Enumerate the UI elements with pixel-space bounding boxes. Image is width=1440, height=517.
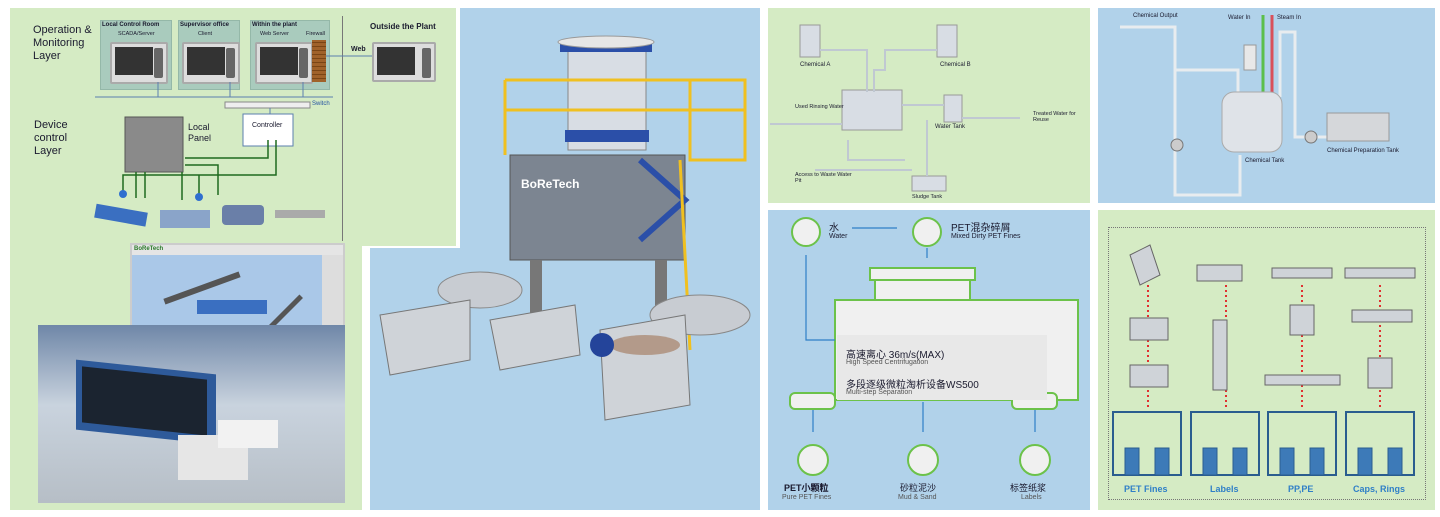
sludge-tank-label: Sludge Tank bbox=[912, 194, 943, 200]
network-wiring bbox=[94, 55, 372, 228]
client-label: Client bbox=[198, 31, 213, 37]
within-plant-label: Within the plant bbox=[252, 22, 297, 28]
client-monitor-icon bbox=[182, 42, 240, 84]
operation-layer-label: Operation & Monitoring Layer bbox=[33, 24, 92, 62]
line-label-pet-fines: PET Fines bbox=[1124, 484, 1168, 494]
water-en-label: Water bbox=[829, 233, 848, 240]
input-cn-label: PET混杂碎屑 bbox=[951, 223, 1011, 234]
switch-label: Switch bbox=[312, 101, 330, 107]
outside-monitor-icon bbox=[372, 42, 436, 82]
prep-tank-label: Chemical Preparation Tank bbox=[1327, 148, 1399, 154]
firewall-icon bbox=[312, 40, 326, 82]
scada-label: SCADA/Server bbox=[118, 31, 155, 37]
line-label-labels: Labels bbox=[1210, 484, 1239, 494]
access-pit-label: Access to Waste Water Pit bbox=[795, 172, 852, 184]
controller-label: Controller bbox=[252, 122, 283, 129]
out1-en-label: Pure PET Fines bbox=[782, 494, 832, 501]
water-tank-label: Water Tank bbox=[935, 124, 966, 130]
speed-en-label: High Speed Centrifugation bbox=[846, 359, 929, 366]
out3-en-label: Labels bbox=[1021, 494, 1042, 501]
scada-monitor-icon bbox=[110, 42, 168, 84]
multi-cn-label: 多段逐级微粒淘析设备WS500 bbox=[846, 380, 979, 391]
used-rinsing-label: Used Rinsing Water bbox=[795, 104, 844, 110]
chemical-b-label: Chemical B bbox=[940, 62, 971, 68]
web-label: Web bbox=[351, 46, 366, 53]
dotted-frame bbox=[1108, 227, 1426, 500]
firewall-label: Firewall bbox=[306, 31, 325, 37]
out3-cn-label: 标签纸浆 bbox=[1010, 483, 1047, 493]
speed-cn-label: 高速离心 36m/s(MAX) bbox=[846, 350, 945, 361]
chemical-tank-label: Chemical Tank bbox=[1245, 158, 1285, 164]
control-room-photo bbox=[38, 325, 345, 503]
out1-cn-label: PET小颗粒 bbox=[784, 483, 829, 493]
outside-plant-label: Outside the Plant bbox=[370, 22, 436, 31]
device-layer-label: Device control Layer bbox=[34, 119, 68, 157]
chemical-output-label: Chemical Output bbox=[1133, 13, 1178, 19]
water-cn-label: 水 bbox=[829, 223, 839, 234]
scada-logo: BoReTech bbox=[134, 246, 164, 252]
out2-cn-label: 砂粒泥沙 bbox=[900, 483, 937, 493]
line-label-caps-rings: Caps, Rings bbox=[1353, 484, 1406, 494]
multi-en-label: Multi-step Separation bbox=[846, 389, 913, 396]
treated-water-label: Treated Water for Reuse bbox=[1033, 111, 1076, 123]
water-in-label: Water In bbox=[1228, 15, 1251, 21]
supervisor-office-label: Supervisor office bbox=[180, 22, 230, 28]
local-control-room-label: Local Control Room bbox=[102, 22, 160, 28]
steam-in-label: Steam In bbox=[1277, 15, 1302, 21]
chemical-a-label: Chemical A bbox=[800, 62, 831, 68]
local-panel-label: Local Panel bbox=[188, 122, 212, 143]
divider-line bbox=[342, 16, 343, 241]
web-server-label: Web Server bbox=[260, 31, 289, 37]
input-en-label: Mixed Dirty PET Fines bbox=[951, 233, 1021, 240]
out2-en-label: Mud & Sand bbox=[898, 494, 937, 501]
machine-brand-logo: BoReTech bbox=[521, 177, 580, 191]
line-label-pp-pe: PP,PE bbox=[1288, 484, 1314, 494]
